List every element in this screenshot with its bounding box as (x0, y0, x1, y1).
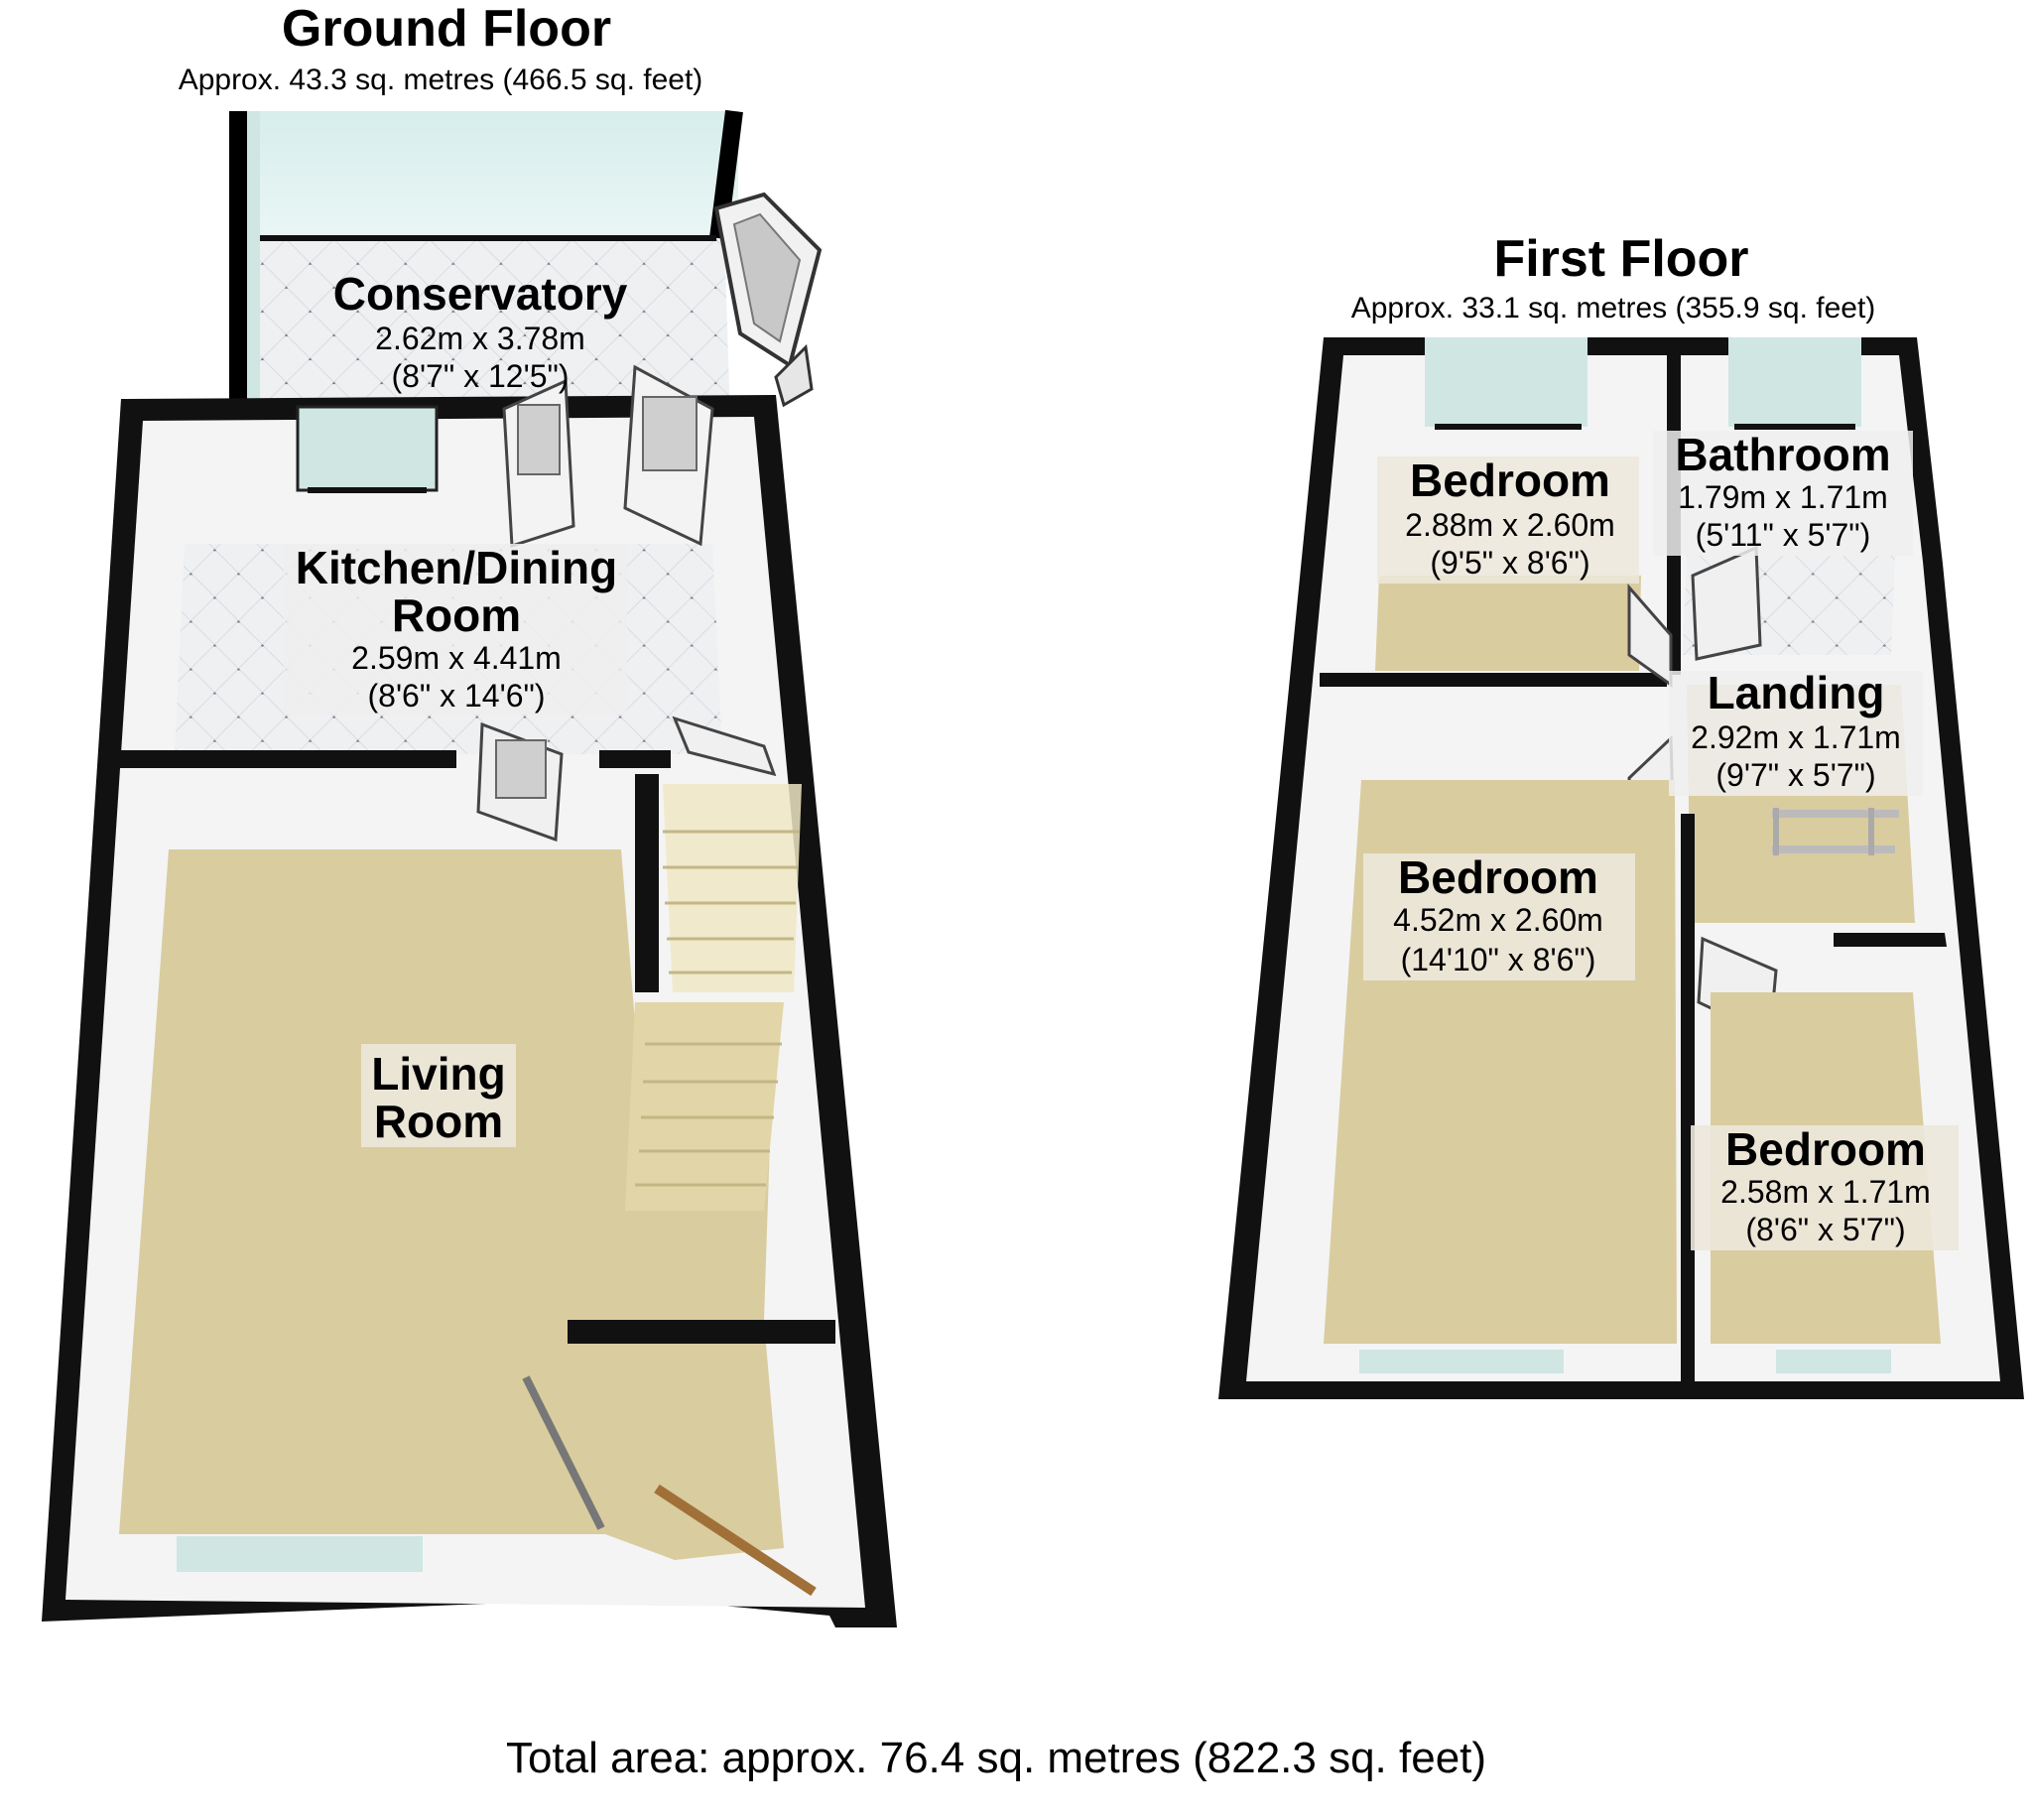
small-bedroom-window (1776, 1350, 1891, 1373)
room-dimensions-metric: 4.52m x 2.60m (1393, 902, 1603, 938)
hall-floor (605, 1344, 784, 1560)
bedroom-rear-window (1425, 337, 1588, 427)
room-dimensions-imperial: (8'6" x 14'6") (367, 678, 545, 714)
room-dimensions-metric: 2.88m x 2.60m (1405, 507, 1615, 543)
label-background (1363, 853, 1635, 980)
conservatory-door-leaf (774, 343, 814, 408)
rear-bedroom-floor (1375, 576, 1641, 671)
room-dimensions-metric: 2.62m x 3.78m (375, 321, 585, 356)
first-floor-area: Approx. 33.1 sq. metres (355.9 sq. feet) (1351, 292, 1876, 325)
kitchen-door-right-panes (642, 396, 698, 471)
kitchen-door-left-panes (517, 404, 561, 475)
living-room-door-panes (495, 739, 547, 799)
small-bedroom-label: Bedroom 2.58m x 1.71m (8'6" x 5'7") (1691, 1123, 1959, 1250)
conservatory-label: Conservatory 2.62m x 3.78m (8'7" x 12'5"… (333, 268, 628, 394)
room-dimensions-imperial: (9'5" x 8'6") (1430, 545, 1589, 581)
room-name: Bedroom (1398, 851, 1598, 903)
room-dimensions-imperial: (9'7" x 5'7") (1715, 757, 1875, 793)
front-bedroom-window (1359, 1350, 1564, 1373)
label-background (361, 1044, 516, 1147)
front-bedroom-partition (1681, 814, 1695, 1383)
room-dimensions-imperial: (5'11" x 5'7") (1696, 517, 1871, 553)
kitchen-living-partition (599, 750, 671, 768)
label-background (1377, 456, 1639, 584)
room-name: Bedroom (1410, 455, 1610, 506)
ground-floor-area: Approx. 43.3 sq. metres (466.5 sq. feet) (179, 64, 703, 96)
room-dimensions-metric: 2.92m x 1.71m (1691, 719, 1901, 755)
room-name: Bathroom (1675, 429, 1890, 480)
living-room-floor (119, 849, 774, 1534)
conservatory-door-panel (732, 212, 802, 343)
room-name: Room (374, 1096, 503, 1147)
room-dimensions-imperial: (8'7" x 12'5") (391, 358, 569, 394)
room-dimensions-metric: 2.59m x 4.41m (351, 640, 562, 676)
landing-banister (1772, 808, 1899, 855)
conservatory-glass-wall (230, 111, 738, 238)
living-room-window (177, 1536, 423, 1572)
room-name: Kitchen/Dining (296, 542, 618, 593)
kitchen-window (296, 405, 439, 492)
room-name: Living (371, 1048, 505, 1100)
front-bedroom-label: Bedroom 4.52m x 2.60m (14'10" x 8'6") (1363, 851, 1635, 980)
bathroom-window (1728, 337, 1861, 427)
ground-floor-plan (42, 109, 897, 1627)
stair-handrail (522, 1375, 605, 1530)
room-name: Conservatory (333, 268, 628, 320)
total-area: Total area: approx. 76.4 sq. metres (822… (506, 1734, 1486, 1782)
room-dimensions-metric: 2.58m x 1.71m (1720, 1174, 1931, 1210)
bathroom-label: Bathroom 1.79m x 1.71m (5'11" x 5'7") (1653, 429, 1913, 556)
label-background (1669, 671, 1923, 796)
room-dimensions-metric: 1.79m x 1.71m (1678, 479, 1888, 515)
label-background (284, 544, 627, 715)
label-background (1691, 1125, 1959, 1250)
living-room-label: Living Room (361, 1044, 516, 1147)
hall-door (672, 715, 777, 777)
staircase (625, 784, 802, 1211)
kitchen-dining-label: Kitchen/Dining Room 2.59m x 4.41m (8'6" … (284, 542, 627, 715)
kitchen-living-partition (111, 750, 456, 768)
room-name: Room (392, 589, 521, 641)
room-name: Landing (1708, 667, 1885, 718)
bathroom-door (1691, 545, 1762, 661)
room-name: Bedroom (1725, 1123, 1926, 1175)
room-dimensions-imperial: (14'10" x 8'6") (1401, 942, 1596, 977)
bedroom-partition (1320, 673, 1667, 687)
rear-bedroom-label: Bedroom 2.88m x 2.60m (9'5" x 8'6") (1377, 455, 1639, 584)
stair-wall (635, 774, 659, 992)
ground-floor-title: Ground Floor (282, 0, 611, 58)
front-door (654, 1484, 817, 1597)
conservatory-floor (260, 236, 730, 417)
first-floor-title: First Floor (1493, 230, 1748, 288)
small-bedroom-top-wall (1834, 933, 1947, 947)
hall-partition (568, 1320, 835, 1344)
label-background (1653, 431, 1913, 556)
room-dimensions-imperial: (8'6" x 5'7") (1745, 1212, 1905, 1247)
landing-label: Landing 2.92m x 1.71m (9'7" x 5'7") (1669, 667, 1923, 796)
